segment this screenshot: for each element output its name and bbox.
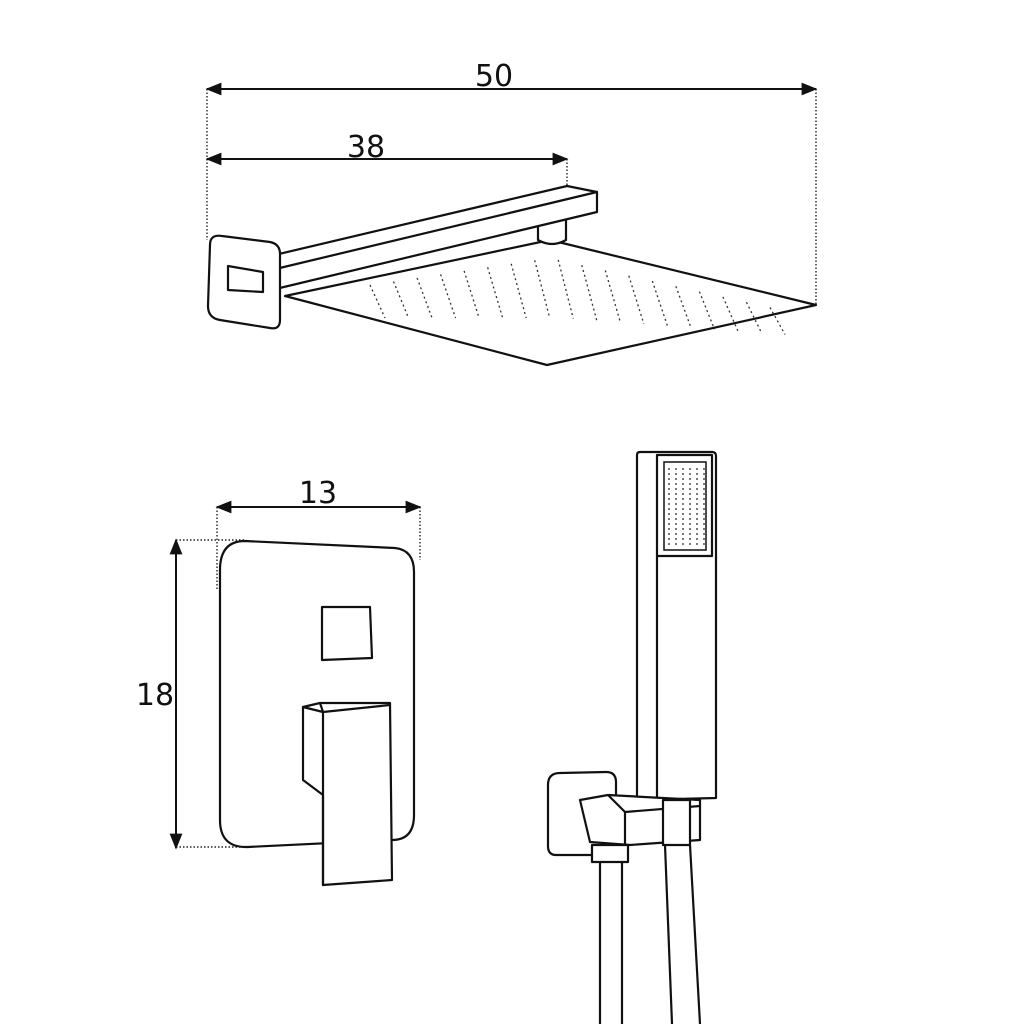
rain-head-hatch bbox=[392, 281, 410, 319]
arm-length-label: 38 bbox=[347, 130, 385, 165]
rain-head-hatch bbox=[628, 275, 645, 325]
rain-head-hatch bbox=[487, 267, 504, 319]
rain-head-hatch bbox=[510, 263, 527, 319]
rain-shower-head bbox=[206, 184, 818, 367]
hand-shower bbox=[546, 450, 718, 1024]
rain-head-hatch bbox=[675, 286, 692, 328]
dimension-arm-length: 38 bbox=[205, 130, 569, 188]
rain-head-hatch bbox=[698, 291, 716, 330]
rain-head-hatch bbox=[722, 296, 739, 332]
dimension-overall-length: 50 bbox=[205, 59, 818, 305]
mixer-width-label: 13 bbox=[299, 476, 337, 511]
rain-head-hatch bbox=[416, 277, 433, 319]
mixer-height-label: 18 bbox=[136, 678, 174, 713]
rain-head-hatch bbox=[463, 270, 480, 319]
rain-head-hatch bbox=[745, 301, 763, 334]
rain-head-hatch bbox=[604, 270, 621, 323]
rain-head-hatch bbox=[369, 284, 386, 319]
mixer-valve: 13 18 bbox=[136, 476, 422, 887]
overall-length-label: 50 bbox=[475, 59, 513, 94]
rain-head-hatch bbox=[769, 307, 786, 335]
rain-head-hatch bbox=[557, 259, 574, 319]
